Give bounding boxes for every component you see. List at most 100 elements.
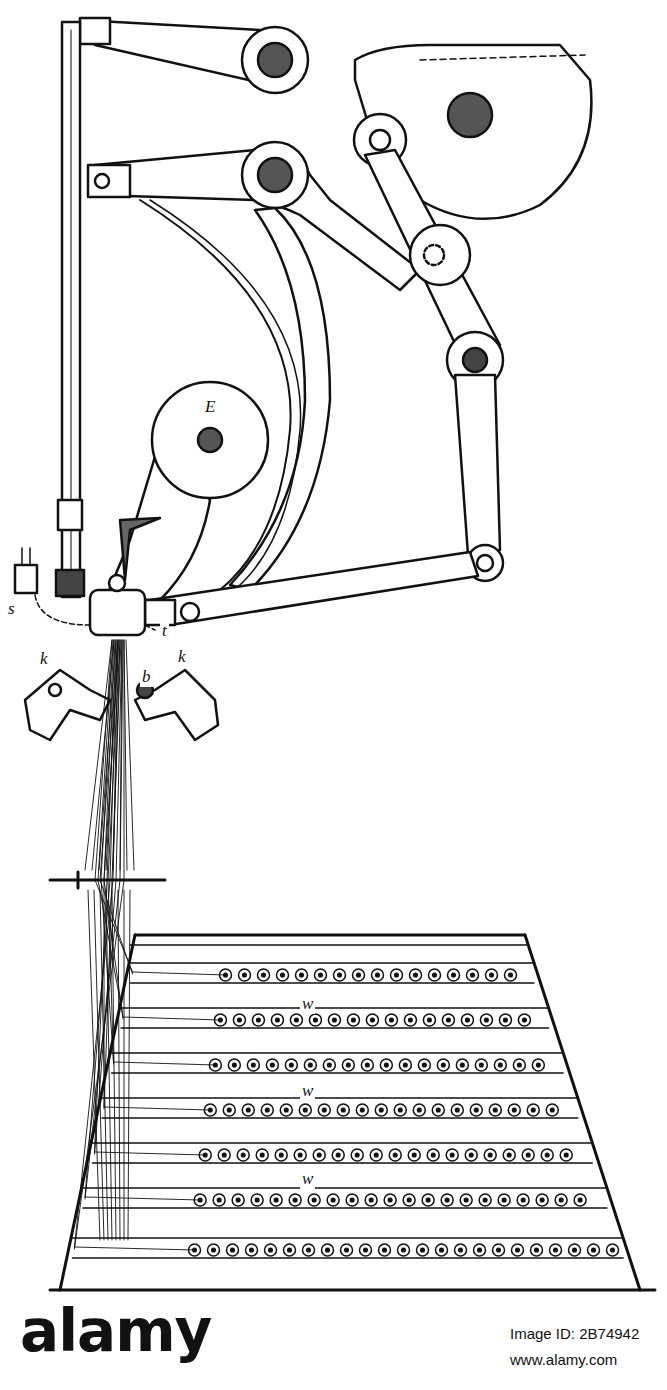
bobbin-hub [231,1248,235,1252]
bobbin-hub [461,1063,465,1067]
bobbin-hub [281,973,285,977]
bobbin-hub [355,1153,359,1157]
bobbin-hub [331,1198,335,1202]
creel-shelf [131,982,534,984]
bobbin-hub [414,973,418,977]
bobbin [337,1104,349,1116]
bobbin [413,1104,425,1116]
bobbin-hub [471,973,475,977]
bobbin [513,1059,525,1071]
bobbin [522,1149,534,1161]
bobbin [485,969,497,981]
bobbin-hub [504,1018,508,1022]
bobbin [384,1194,396,1206]
bobbin [251,1194,263,1206]
bobbin [428,969,440,981]
bobbin-hub [483,1198,487,1202]
bobbin [352,969,364,981]
bobbin [390,969,402,981]
bobbin [466,969,478,981]
bobbin [295,969,307,981]
bobbin [394,1104,406,1116]
bobbin-hub [466,1018,470,1022]
bobbin-hub [433,973,437,977]
bobbin [232,1194,244,1206]
part-letter: w [300,995,315,1014]
bobbin-hub [442,1063,446,1067]
bobbin [442,1014,454,1026]
bobbin-hub [550,1108,554,1112]
bobbin-hub [409,1018,413,1022]
bobbin [455,1244,467,1256]
bobbin-hub [238,1018,242,1022]
bobbin-hub [293,1198,297,1202]
bobbin-hub [431,1153,435,1157]
bobbin [347,1014,359,1026]
bobbin [399,1059,411,1071]
bobbin [356,1104,368,1116]
bobbin-hub [307,1248,311,1252]
bobbin [465,1149,477,1161]
bobbin-hub [227,1108,231,1112]
bobbin [555,1194,567,1206]
bobbin-hub [326,1248,330,1252]
bobbin-hub [464,1198,468,1202]
bobbin-hub [333,1018,337,1022]
bobbin [574,1194,586,1206]
bobbin-hub [312,1198,316,1202]
bobbin [404,1014,416,1026]
bobbin-hub [233,1063,237,1067]
bobbin-hub [523,1018,527,1022]
bobbin [447,969,459,981]
bobbin-hub [535,1248,539,1252]
creel-shelf [102,1117,578,1119]
bobbin-hub [545,1153,549,1157]
bobbin-hub [507,1153,511,1157]
bobbin [257,969,269,981]
bobbin-hub [262,973,266,977]
bobbin-hub [385,1063,389,1067]
bobbin [403,1194,415,1206]
warp-thread [123,1017,220,1020]
bobbin-hub [366,1063,370,1067]
warp-thread [120,640,122,870]
bobbin [494,1059,506,1071]
bobbin [299,1104,311,1116]
bobbin [436,1244,448,1256]
bobbin [423,1014,435,1026]
bobbin-hub [338,973,342,977]
bobbin-hub [421,1248,425,1252]
part-letter: k [176,648,188,667]
bobbin [246,1244,258,1256]
bobbin-hub [390,1018,394,1022]
bobbin-hub [478,1248,482,1252]
bobbin [341,1244,353,1256]
watermark-text: www.alamy.com [508,1352,619,1369]
bobbin-hub [537,1063,541,1067]
creel-shelf [102,1097,578,1099]
bobbin-hub [521,1198,525,1202]
bobbin [294,1149,306,1161]
creel-shelf [93,1162,593,1164]
part-letter: k [38,650,50,669]
bobbin-hub [350,1198,354,1202]
bobbin-hub [450,1153,454,1157]
bobbin-hub [257,1018,261,1022]
warp-thread [94,890,104,1240]
bobbin-hub [564,1153,568,1157]
bobbin [437,1059,449,1071]
warp-thread [85,1197,200,1200]
bobbin [470,1104,482,1116]
bobbin-hub [445,1198,449,1202]
bobbin [280,1104,292,1116]
bobbin-hub [352,1018,356,1022]
bobbin-hub [328,1063,332,1067]
bobbin-hub [423,1063,427,1067]
bobbin [247,1059,259,1071]
bobbin-hub [364,1248,368,1252]
bobbin [417,1244,429,1256]
bobbin [499,1014,511,1026]
bobbin [427,1149,439,1161]
